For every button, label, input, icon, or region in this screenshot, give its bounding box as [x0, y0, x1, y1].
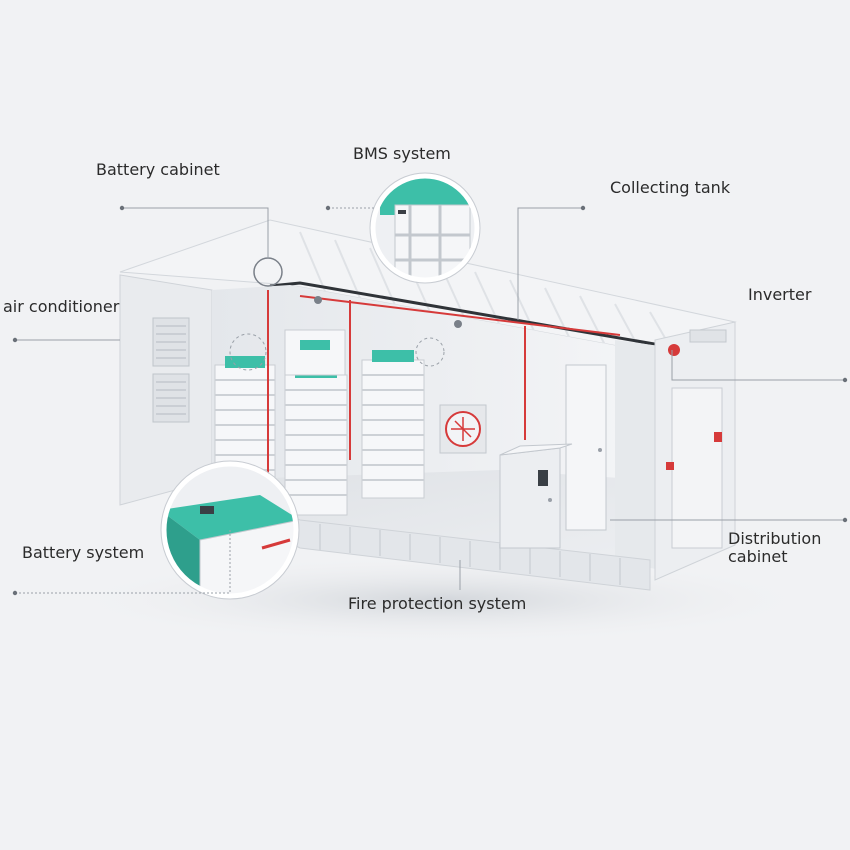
- distribution-cabinet-unit: [499, 443, 573, 549]
- label-inverter: Inverter: [748, 285, 812, 304]
- exterior-door: [671, 387, 723, 549]
- leader-dots: [12, 205, 848, 596]
- battery-rack-2: [284, 366, 348, 516]
- label-distribution-cabinet: Distribution cabinet: [728, 529, 822, 566]
- ventilation-fan: [439, 404, 487, 454]
- battery-rack-3: [284, 329, 346, 376]
- partition-wall: [615, 340, 660, 570]
- rack-highlight-1: [229, 333, 267, 371]
- fire-pipes: [267, 290, 621, 500]
- label-battery-cabinet: Battery cabinet: [96, 160, 220, 179]
- alarm-light: [668, 344, 680, 356]
- interior-door: [565, 364, 607, 531]
- label-bms-system: BMS system: [353, 144, 451, 163]
- smoke-detectors: [314, 296, 462, 328]
- label-collecting-tank: Collecting tank: [610, 178, 731, 197]
- battery-rack-4: [361, 350, 425, 499]
- vent-panels: [152, 317, 190, 423]
- label-air-conditioner: air conditioner: [3, 297, 120, 316]
- leader-lines: [15, 207, 845, 594]
- label-battery-system: Battery system: [22, 543, 145, 562]
- rack-highlight-2: [415, 337, 445, 367]
- label-fire-protection-system: Fire protection system: [348, 594, 527, 613]
- bms-callout: [369, 172, 481, 284]
